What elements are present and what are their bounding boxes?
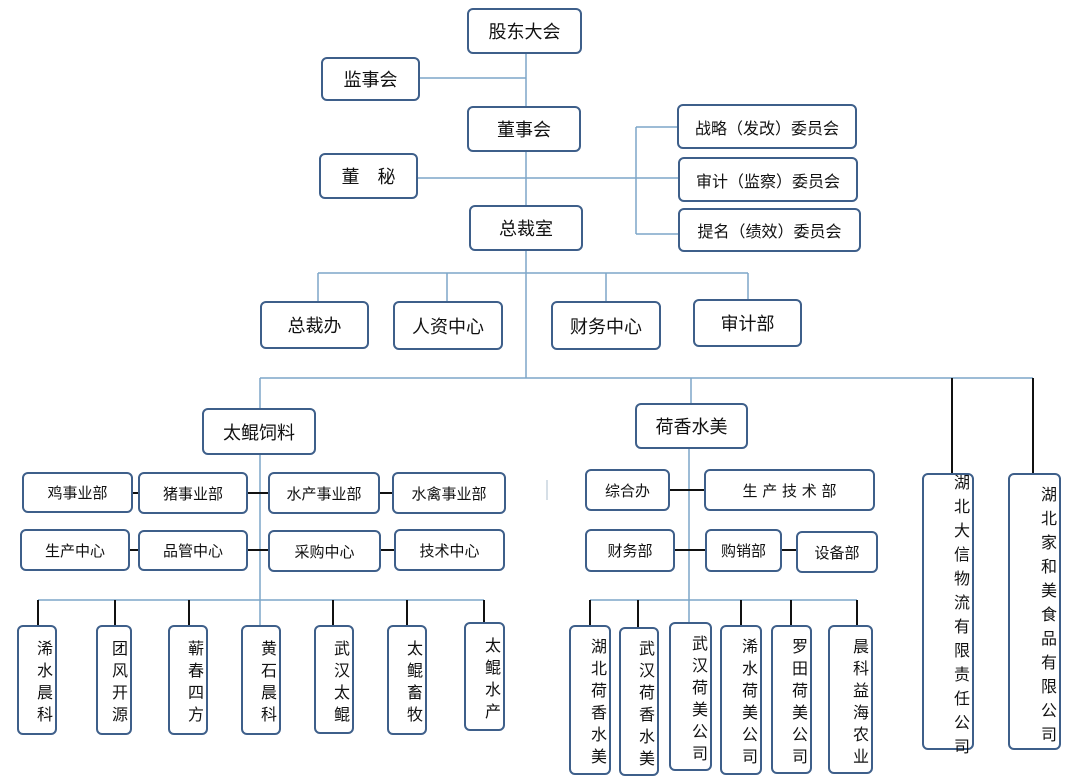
shareholders-meeting-box: 股东大会 (467, 8, 582, 54)
hexiang-production-tech-box: 生 产 技 术 部 (704, 469, 875, 511)
taikun-subsidiary-box: 太鲲水产 (464, 622, 505, 731)
hexiang-subsidiary-box: 浠水荷美公司 (720, 625, 762, 775)
taikun-pig-division-box: 猪事业部 (138, 472, 248, 514)
board-secretary-box: 董 秘 (319, 153, 418, 199)
hexiang-equipment-box: 设备部 (796, 531, 878, 573)
taikun-technology-center-box: 技术中心 (394, 529, 505, 571)
taikun-subsidiary-box: 太鲲畜牧 (387, 625, 427, 735)
committee-audit-box: 审计（监察）委员会 (678, 157, 858, 202)
dept-hr-center-box: 人资中心 (393, 301, 503, 350)
company-taikun-feed-box: 太鲲饲料 (202, 408, 316, 455)
hexiang-subsidiary-box: 武汉荷香水美 (619, 627, 659, 776)
taikun-subsidiary-box: 蕲春四方 (168, 625, 208, 735)
dept-general-office-box: 总裁办 (260, 301, 369, 349)
dept-finance-center-box: 财务中心 (551, 301, 661, 350)
taikun-subsidiary-box: 武汉太鲲 (314, 625, 354, 734)
company-jiahemei-food-box: 湖北家和美食品有限公司 (1008, 473, 1061, 750)
dept-audit-box: 审计部 (693, 299, 802, 347)
president-office-box: 总裁室 (469, 205, 583, 251)
hexiang-purchasing-sales-box: 购销部 (705, 529, 782, 572)
hexiang-subsidiary-box: 罗田荷美公司 (771, 625, 812, 774)
taikun-chicken-division-box: 鸡事业部 (22, 472, 133, 513)
hexiang-general-office-box: 综合办 (585, 469, 670, 511)
taikun-production-center-box: 生产中心 (20, 529, 130, 571)
supervisory-board-box: 监事会 (321, 57, 420, 101)
taikun-quality-center-box: 品管中心 (138, 530, 248, 571)
company-daxin-logistics-box: 湖北大信物流有限责任公司 (922, 473, 974, 762)
taikun-aquatic-division-box: 水产事业部 (268, 472, 380, 514)
taikun-subsidiary-box: 团风开源 (96, 625, 132, 735)
committee-strategy-box: 战略（发改）委员会 (677, 104, 857, 149)
hexiang-finance-box: 财务部 (585, 529, 675, 572)
taikun-waterfowl-division-box: 水禽事业部 (392, 472, 506, 514)
board-of-directors-box: 董事会 (467, 106, 581, 152)
taikun-subsidiary-box: 黄石晨科 (241, 625, 281, 735)
taikun-procurement-center-box: 采购中心 (268, 530, 381, 572)
hexiang-subsidiary-box: 湖北荷香水美 (569, 625, 611, 775)
hexiang-subsidiary-box: 武汉荷美公司 (669, 622, 712, 771)
taikun-subsidiary-box: 浠水晨科 (17, 625, 57, 735)
company-hexiang-shuimei-box: 荷香水美 (635, 403, 748, 449)
hexiang-subsidiary-box: 晨科益海农业 (828, 625, 873, 774)
committee-nomination-box: 提名（绩效）委员会 (678, 208, 861, 252)
